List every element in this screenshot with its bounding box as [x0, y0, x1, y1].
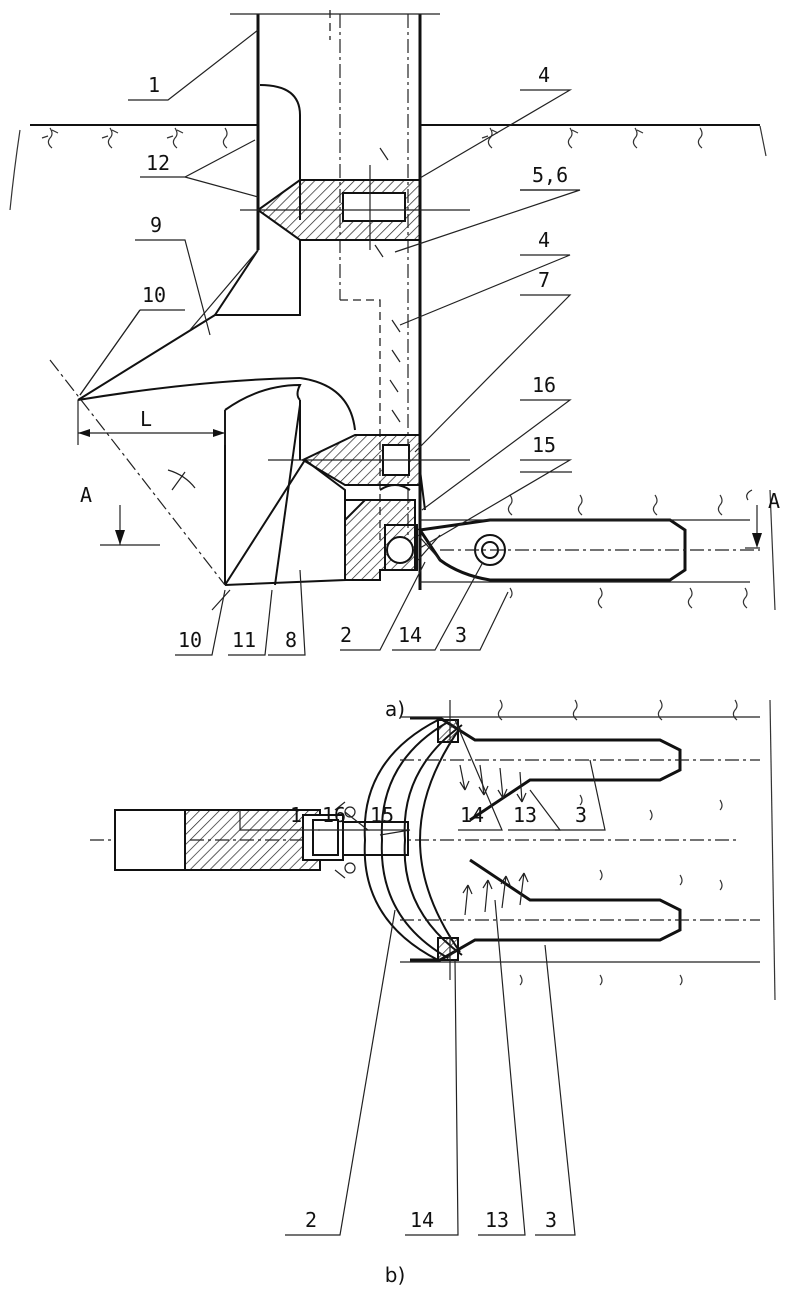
- label-12: 12: [146, 151, 170, 175]
- roller-arm: [417, 518, 687, 582]
- label-10-top: 10: [142, 283, 166, 307]
- label-3: 3: [455, 623, 467, 647]
- caption-b: b): [385, 1263, 406, 1287]
- label-b-14-top: 14: [460, 803, 484, 827]
- hitch-pin: [342, 821, 409, 856]
- label-15: 15: [532, 433, 556, 457]
- label-7: 7: [538, 268, 550, 292]
- dimension-L: [77, 400, 226, 445]
- caption-a: a): [385, 697, 405, 721]
- label-8: 8: [285, 628, 297, 652]
- teeth-upper: [459, 764, 527, 803]
- label-11: 11: [232, 628, 256, 652]
- label-5-6: 5,6: [532, 163, 568, 187]
- label-10-bottom: 10: [178, 628, 202, 652]
- leaders-a: [79, 29, 581, 656]
- label-1: 1: [148, 73, 160, 97]
- figure-b: 1 16 15 14 13 3 2 14 13 3 b): [90, 699, 776, 1287]
- label-A-left: A: [80, 483, 92, 507]
- label-A-right: A: [768, 489, 780, 513]
- label-4-mid: 4: [538, 228, 550, 252]
- label-b-13-bottom: 13: [485, 1208, 509, 1232]
- teeth-lower: [462, 872, 529, 916]
- label-b-14-bottom: 14: [410, 1208, 434, 1232]
- label-b-3-bottom: 3: [545, 1208, 557, 1232]
- leaders-b: [239, 719, 606, 1236]
- post-section: [184, 809, 321, 871]
- label-2: 2: [340, 623, 352, 647]
- label-16: 16: [532, 373, 556, 397]
- label-L: L: [140, 407, 152, 431]
- label-b-2: 2: [305, 1208, 317, 1232]
- label-4-top: 4: [538, 63, 550, 87]
- label-b-15: 15: [370, 803, 394, 827]
- figure-a: 1 4 12 5,6 9 4 10 7 16 L 15 A A 10 11 8 …: [9, 10, 780, 721]
- upper-bolt: [342, 192, 406, 222]
- label-b-16: 16: [322, 803, 346, 827]
- label-b-13-top: 13: [513, 803, 537, 827]
- label-b-1: 1: [290, 803, 302, 827]
- label-9: 9: [150, 213, 162, 237]
- label-14: 14: [398, 623, 422, 647]
- label-b-3-top: 3: [575, 803, 587, 827]
